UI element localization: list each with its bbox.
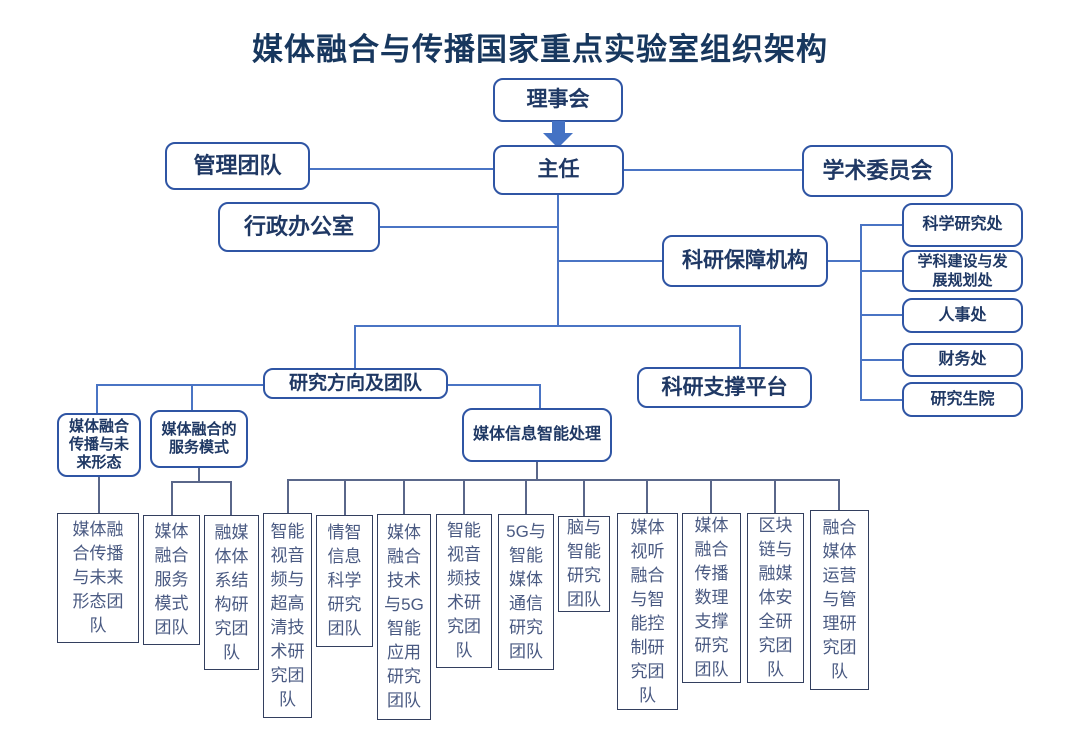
connector — [861, 359, 902, 361]
connector — [861, 314, 902, 316]
connector — [624, 169, 802, 171]
team-box-8: 5G与 智能 媒体 通信 研究 团队 — [498, 514, 554, 670]
connector — [739, 325, 741, 367]
connector — [559, 260, 662, 262]
team-box-6: 媒体 融合 技术 与5G 智能 应用 研究 团队 — [377, 514, 431, 720]
connector — [525, 479, 527, 514]
node-research-support-platform: 科研支撑平台 — [637, 367, 812, 408]
direction-box-intelligent-processing: 媒体信息智能处理 — [462, 408, 612, 462]
connector — [191, 384, 193, 410]
connector — [310, 168, 493, 170]
connector — [774, 479, 776, 513]
connector — [828, 260, 861, 262]
dept-box-science-research: 科学研究处 — [902, 203, 1023, 247]
connector — [380, 226, 558, 228]
team-box-4: 智能 视音 频与 超高 清技 术研 究团 队 — [263, 513, 312, 718]
team-box-2: 媒体 融合 服务 模式 团队 — [143, 515, 200, 645]
connector — [98, 477, 100, 513]
dept-box-discipline-planning: 学科建设与发 展规划处 — [902, 250, 1023, 292]
node-director: 主任 — [493, 145, 624, 195]
dept-box-hr: 人事处 — [902, 298, 1023, 333]
connector — [97, 384, 263, 386]
connector — [198, 468, 200, 482]
team-box-13: 融合 媒体 运营 与管 理研 究团 队 — [810, 510, 869, 690]
node-admin-office: 行政办公室 — [218, 202, 380, 252]
team-box-5: 情智 信息 科学 研究 团队 — [316, 515, 373, 647]
connector — [448, 384, 541, 386]
connector — [861, 270, 902, 272]
connector — [646, 479, 648, 513]
node-academic-committee: 学术委员会 — [802, 145, 953, 197]
connector — [344, 479, 346, 515]
team-box-3: 融媒 体体 系结 构研 究团 队 — [204, 515, 259, 670]
team-box-9: 脑与 智能 研究 团队 — [558, 516, 610, 612]
dept-box-graduate-school: 研究生院 — [902, 382, 1023, 417]
team-box-12: 区块 链与 融媒 体安 全研 究团 队 — [747, 513, 804, 683]
connector — [287, 479, 840, 481]
connector — [539, 384, 541, 408]
connector — [583, 479, 585, 516]
connector — [463, 479, 465, 514]
direction-box-service-models: 媒体融合的 服务模式 — [150, 410, 248, 468]
connector — [354, 325, 356, 368]
node-management-team: 管理团队 — [165, 142, 310, 190]
connector — [838, 479, 840, 510]
node-board: 理事会 — [493, 78, 623, 122]
node-research-directions: 研究方向及团队 — [263, 368, 448, 399]
connector — [710, 479, 712, 513]
connector — [557, 195, 559, 327]
connector — [861, 224, 902, 226]
dept-box-finance: 财务处 — [902, 343, 1023, 377]
direction-box-future-forms: 媒体融合 传播与未 来形态 — [57, 413, 141, 477]
team-box-11: 媒体 融合 传播 数理 支撑 研究 团队 — [682, 513, 741, 683]
connector — [536, 462, 538, 480]
connector — [171, 481, 173, 515]
connector — [354, 325, 741, 327]
connector — [287, 479, 289, 513]
team-box-7: 智能 视音 频技 术研 究团 队 — [436, 514, 492, 668]
connector — [171, 481, 232, 483]
chart-title: 媒体融合与传播国家重点实验室组织架构 — [252, 32, 828, 67]
connector — [861, 399, 902, 401]
team-box-1: 媒体融 合传播 与未来 形态团 队 — [57, 513, 139, 643]
connector — [230, 481, 232, 515]
team-box-10: 媒体 视听 融合 与智 能控 制研 究团 队 — [617, 513, 678, 710]
connector — [96, 384, 98, 413]
connector — [403, 479, 405, 514]
node-research-support-org: 科研保障机构 — [662, 235, 828, 287]
connector — [860, 224, 862, 401]
